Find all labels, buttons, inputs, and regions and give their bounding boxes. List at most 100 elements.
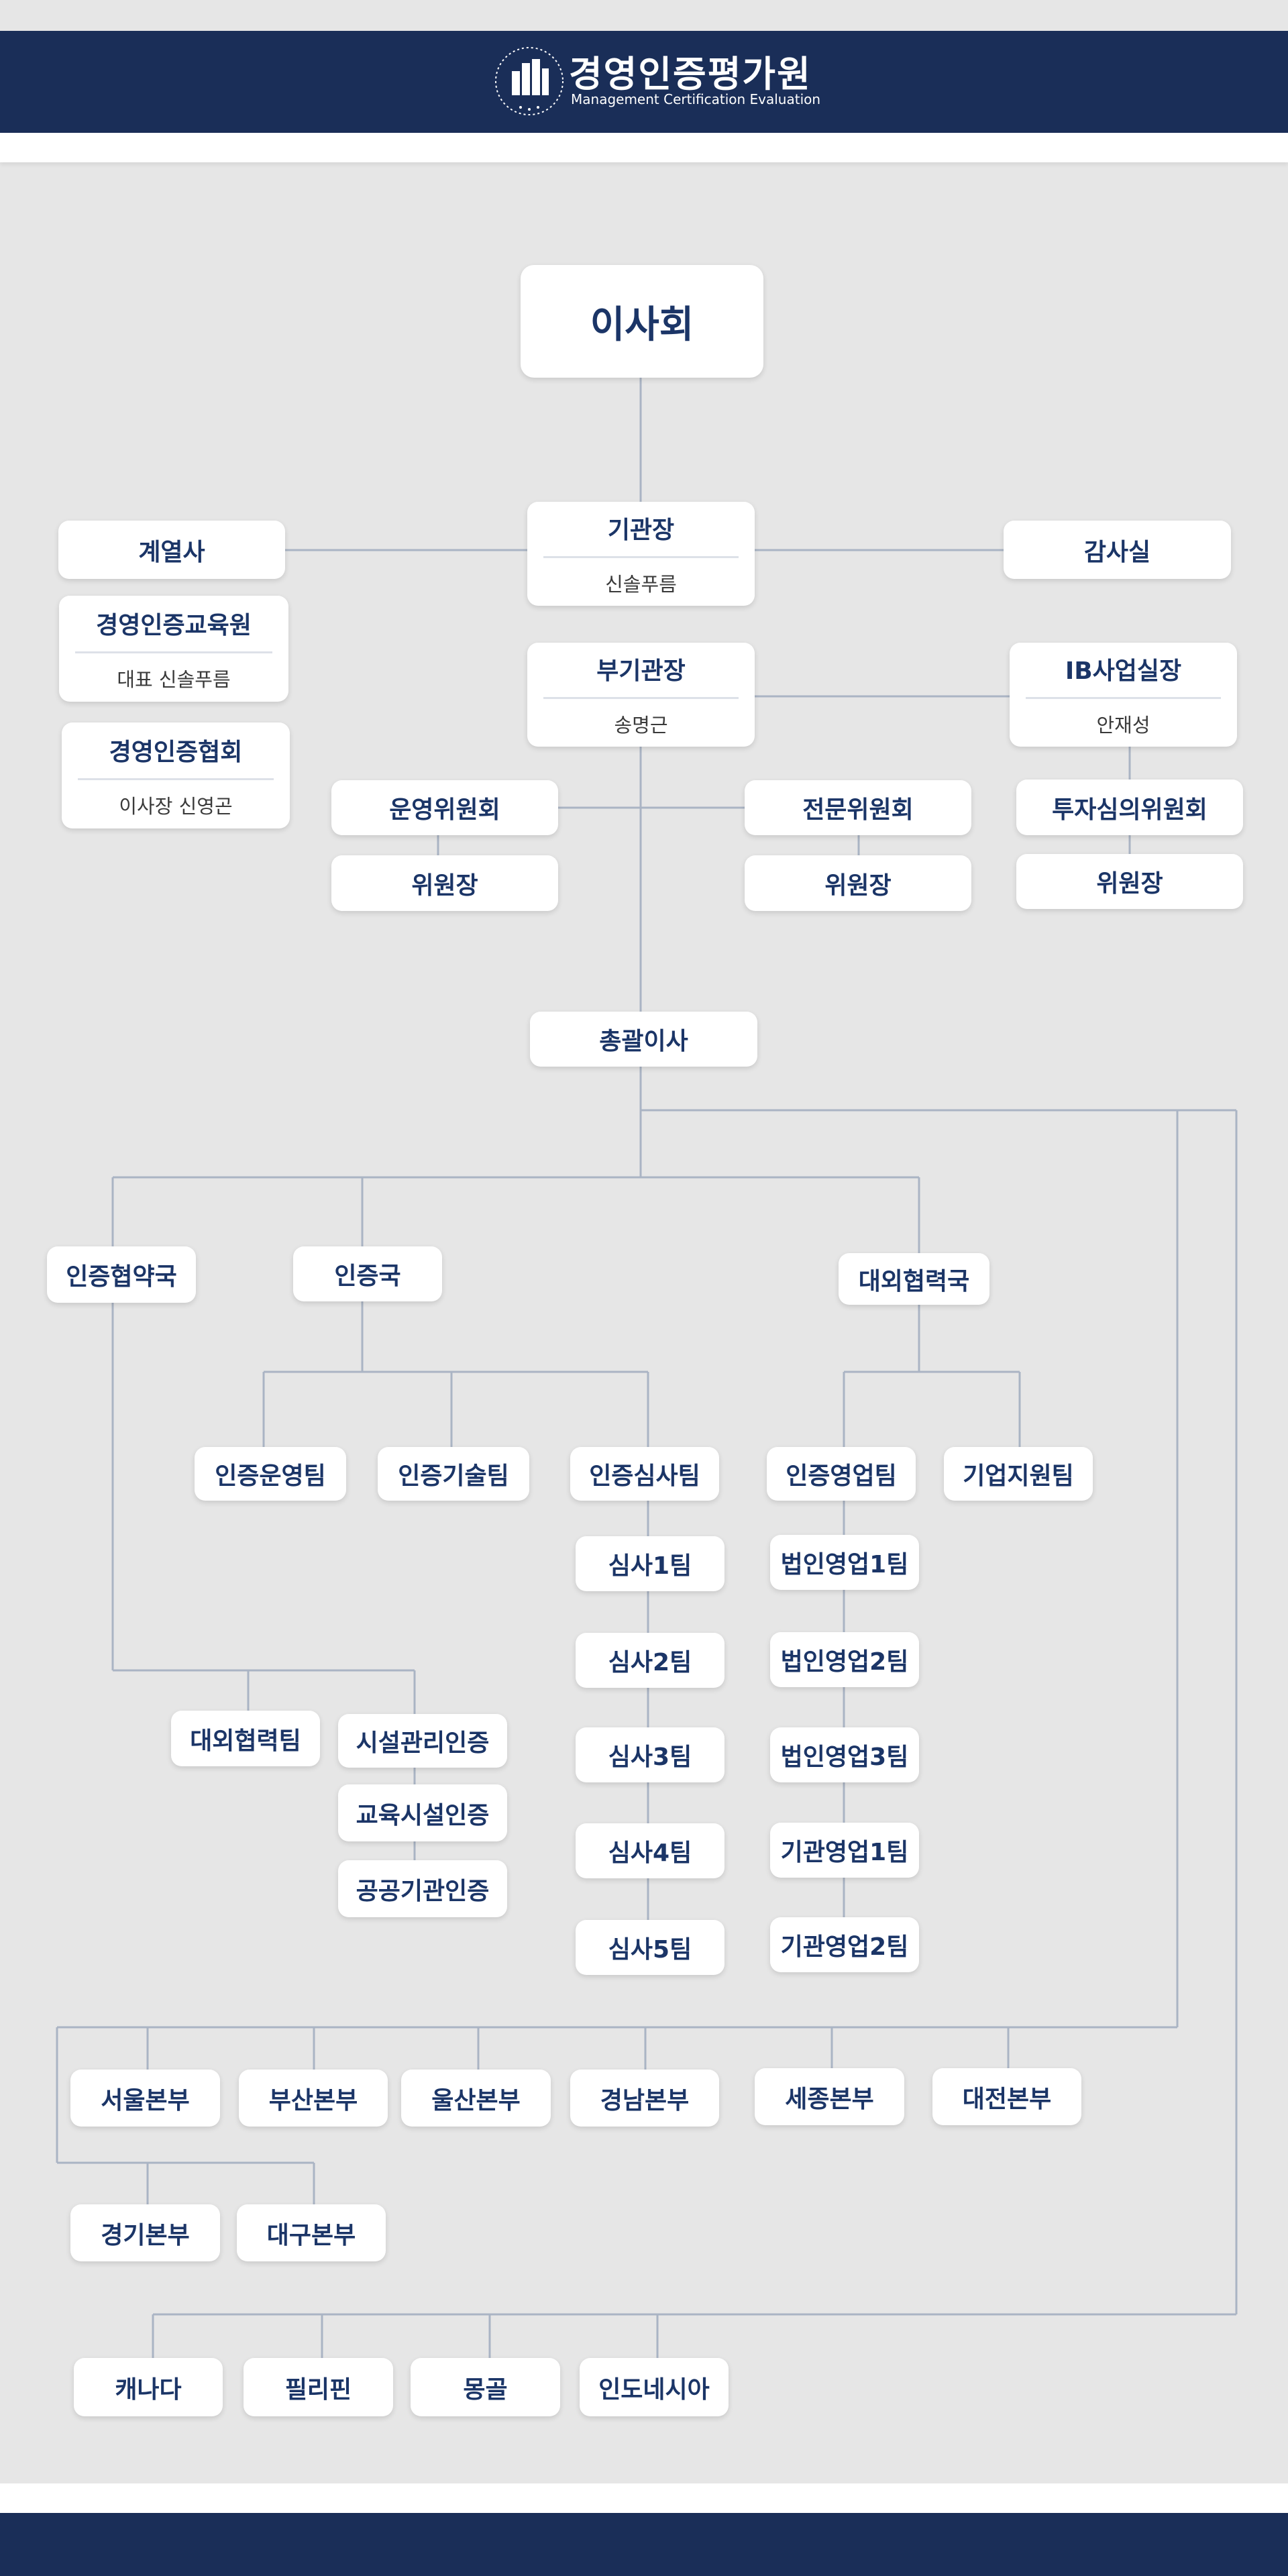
org-node-sales-team-5-label: 기관영업2팀 — [780, 1933, 909, 1961]
site-footer — [0, 2513, 1288, 2576]
org-node-cert-ops-team-label: 인증운영팀 — [215, 1462, 326, 1490]
org-node-sales-team-5[interactable]: 기관영업2팀 — [770, 1917, 919, 1972]
org-node-external-team[interactable]: 대외협력팀 — [171, 1711, 320, 1766]
org-node-head-title: 기관장 — [607, 517, 675, 544]
org-node-facility-cert-3[interactable]: 공공기관인증 — [338, 1860, 507, 1917]
org-node-sales-team-1-label: 법인영업1팀 — [780, 1551, 909, 1578]
org-node-expert-committee[interactable]: 전문위원회 — [745, 780, 971, 835]
org-node-sales-team-2[interactable]: 법인영업2팀 — [770, 1632, 919, 1687]
org-node-deputy[interactable]: 부기관장 송명근 — [527, 643, 755, 747]
org-node-cert-tech-team[interactable]: 인증기술팀 — [378, 1447, 529, 1501]
org-node-external-dept-label: 대외협력국 — [858, 1267, 970, 1295]
org-node-review-team-1[interactable]: 심사1팀 — [576, 1536, 724, 1591]
org-node-sales-team-4[interactable]: 기관영업1팀 — [770, 1823, 919, 1878]
org-node-audit[interactable]: 감사실 — [1004, 521, 1231, 579]
org-node-region-label: 대전본부 — [962, 2085, 1052, 2113]
org-node-cert-dept[interactable]: 인증국 — [293, 1246, 442, 1301]
org-node-external-dept[interactable]: 대외협력국 — [839, 1253, 989, 1305]
org-node-invest-chair[interactable]: 위원장 — [1016, 854, 1243, 909]
org-node-director[interactable]: 총괄이사 — [530, 1012, 757, 1067]
org-node-audit-label: 감사실 — [1083, 538, 1151, 566]
org-node-sales-team-3[interactable]: 법인영업3팀 — [770, 1727, 919, 1782]
building-emblem-icon — [495, 47, 564, 115]
org-node-review-team-5[interactable]: 심사5팀 — [576, 1920, 724, 1975]
org-node-overseas-canada[interactable]: 캐나다 — [74, 2358, 223, 2416]
org-node-edu-name: 대표 신솔푸름 — [117, 667, 231, 691]
org-node-facility-cert-3-label: 공공기관인증 — [356, 1877, 490, 1905]
org-node-facility-cert-1-label: 시설관리인증 — [356, 1729, 490, 1757]
org-node-cert-assoc-dept[interactable]: 인증협약국 — [47, 1246, 196, 1303]
org-node-ops-chair-label: 위원장 — [411, 871, 478, 900]
org-node-board-label: 이사회 — [590, 303, 694, 347]
top-strip — [0, 0, 1288, 31]
divider — [543, 697, 739, 699]
org-node-region-daegu[interactable]: 대구본부 — [237, 2204, 386, 2261]
org-node-director-label: 총괄이사 — [599, 1028, 688, 1055]
org-node-region-daejeon[interactable]: 대전본부 — [932, 2068, 1081, 2125]
org-node-ib-name: 안재성 — [1096, 714, 1150, 737]
org-node-region-ulsan[interactable]: 울산본부 — [401, 2070, 551, 2127]
org-node-facility-cert-1[interactable]: 시설관리인증 — [338, 1714, 507, 1768]
org-node-head[interactable]: 기관장 신솔푸름 — [527, 502, 755, 606]
org-node-overseas-mongolia[interactable]: 몽골 — [411, 2358, 560, 2416]
org-node-ib-title: IB사업실장 — [1065, 657, 1182, 685]
org-node-region-seoul[interactable]: 서울본부 — [70, 2070, 220, 2127]
org-node-overseas-label: 몽골 — [463, 2375, 508, 2404]
org-node-cert-sales-team[interactable]: 인증영업팀 — [767, 1447, 916, 1501]
divider — [74, 651, 273, 653]
org-node-review-team-3-label: 심사3팀 — [608, 1743, 692, 1771]
org-node-board[interactable]: 이사회 — [521, 265, 763, 378]
org-node-region-gyeonggi[interactable]: 경기본부 — [70, 2204, 220, 2261]
org-node-deputy-title: 부기관장 — [596, 657, 686, 685]
org-node-expert-chair[interactable]: 위원장 — [745, 855, 971, 911]
org-node-deputy-name: 송명근 — [614, 714, 668, 737]
org-node-sales-team-1[interactable]: 법인영업1팀 — [770, 1535, 919, 1590]
org-node-invest-committee[interactable]: 투자심의위원회 — [1016, 780, 1243, 835]
org-node-region-label: 서울본부 — [101, 2086, 190, 2114]
org-node-cert-review-team[interactable]: 인증심사팀 — [570, 1447, 719, 1501]
site-subtitle: Management Certification Evaluation — [571, 91, 821, 107]
org-node-assoc-name: 이사장 신영곤 — [119, 794, 233, 818]
org-node-review-team-4[interactable]: 심사4팀 — [576, 1823, 724, 1878]
org-node-cert-tech-team-label: 인증기술팀 — [398, 1462, 509, 1490]
footer-divider-bar — [0, 2483, 1288, 2513]
org-node-ops-chair[interactable]: 위원장 — [331, 855, 558, 911]
org-node-region-sejong[interactable]: 세종본부 — [755, 2068, 904, 2125]
org-node-assoc-title: 경영인증협회 — [109, 738, 243, 766]
org-node-facility-cert-2-label: 교육시설인증 — [356, 1801, 490, 1829]
org-node-review-team-4-label: 심사4팀 — [608, 1839, 692, 1867]
org-node-cert-ops-team[interactable]: 인증운영팀 — [195, 1447, 346, 1501]
org-node-edu-institute[interactable]: 경영인증교육원 대표 신솔푸름 — [59, 596, 288, 702]
org-node-facility-cert-2[interactable]: 교육시설인증 — [338, 1784, 507, 1841]
org-node-biz-support-team[interactable]: 기업지원팀 — [944, 1447, 1093, 1501]
org-node-biz-support-team-label: 기업지원팀 — [963, 1462, 1074, 1490]
org-node-review-team-3[interactable]: 심사3팀 — [576, 1727, 724, 1782]
org-node-region-label: 부산본부 — [268, 2086, 358, 2114]
org-node-ops-committee-label: 운영위원회 — [389, 796, 500, 824]
org-node-region-label: 경기본부 — [101, 2221, 190, 2249]
org-node-expert-chair-label: 위원장 — [824, 871, 892, 900]
org-node-cert-assoc-dept-label: 인증협약국 — [66, 1263, 177, 1291]
org-node-overseas-indonesia[interactable]: 인도네시아 — [580, 2358, 729, 2416]
org-node-region-label: 세종본부 — [785, 2085, 874, 2113]
org-node-review-team-2[interactable]: 심사2팀 — [576, 1633, 724, 1688]
org-node-cert-sales-team-label: 인증영업팀 — [786, 1462, 897, 1490]
org-node-ib[interactable]: IB사업실장 안재성 — [1010, 643, 1237, 747]
logo[interactable]: 경영인증평가원 Management Certification Evaluat… — [490, 40, 839, 123]
org-node-invest-committee-label: 투자심의위원회 — [1052, 796, 1208, 824]
org-node-cert-dept-label: 인증국 — [334, 1263, 401, 1290]
org-node-overseas-philippines[interactable]: 필리핀 — [244, 2358, 393, 2416]
org-node-region-gyeongnam[interactable]: 경남본부 — [570, 2070, 719, 2127]
org-node-overseas-label: 필리핀 — [284, 2375, 352, 2404]
org-node-review-team-5-label: 심사5팀 — [608, 1936, 692, 1964]
org-node-cert-review-team-label: 인증심사팀 — [589, 1462, 700, 1490]
org-node-region-busan[interactable]: 부산본부 — [239, 2070, 388, 2127]
org-node-overseas-label: 캐나다 — [115, 2375, 182, 2404]
org-node-association[interactable]: 경영인증협회 이사장 신영곤 — [62, 722, 290, 828]
org-node-sales-team-3-label: 법인영업3팀 — [780, 1743, 909, 1771]
org-node-affiliates[interactable]: 계열사 — [58, 521, 285, 579]
org-node-expert-committee-label: 전문위원회 — [802, 796, 914, 824]
org-node-invest-chair-label: 위원장 — [1096, 870, 1163, 898]
org-node-sales-team-4-label: 기관영업1팀 — [780, 1839, 909, 1866]
org-node-ops-committee[interactable]: 운영위원회 — [331, 780, 558, 835]
